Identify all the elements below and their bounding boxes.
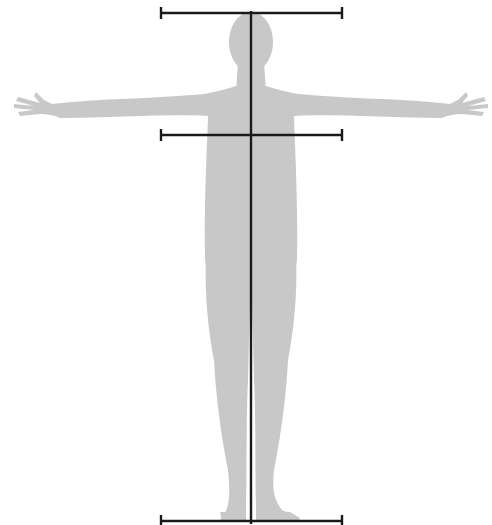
left-leg [206, 255, 251, 520]
measurement-lines [161, 7, 342, 525]
right-leg [251, 255, 296, 520]
